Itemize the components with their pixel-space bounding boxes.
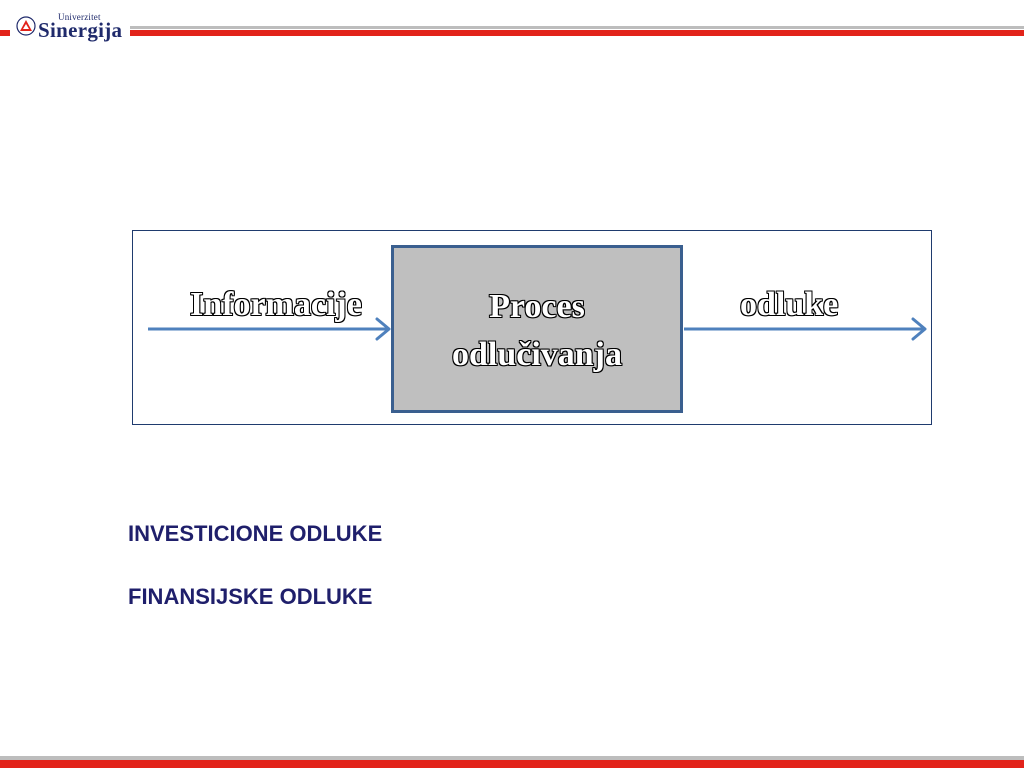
header-left-red-bar	[0, 30, 10, 36]
input-label: Informacije	[190, 286, 362, 323]
process-label-line2: odlučivanja	[451, 336, 623, 373]
process-label-line1: Proces	[489, 288, 585, 325]
input-arrow	[148, 317, 391, 341]
logo-main-text: Sinergija	[38, 18, 123, 42]
triangle-emblem-icon	[16, 16, 36, 36]
output-arrow	[684, 317, 927, 341]
footer-grey-bar	[0, 756, 1024, 760]
process-label: Proces odlučivanja	[391, 283, 683, 379]
footer-red-bar	[0, 760, 1024, 768]
logo-small-text: Univerzitet	[58, 12, 101, 22]
header-red-bar	[130, 30, 1024, 36]
decision-item-financial: FINANSIJSKE ODLUKE	[128, 584, 373, 609]
decision-item-investment: INVESTICIONE ODLUKE	[128, 521, 383, 546]
header-grey-bar	[130, 26, 1024, 29]
process-box	[391, 245, 683, 413]
output-label: odluke	[740, 286, 839, 323]
logo: Univerzitet Sinergija	[14, 10, 128, 44]
